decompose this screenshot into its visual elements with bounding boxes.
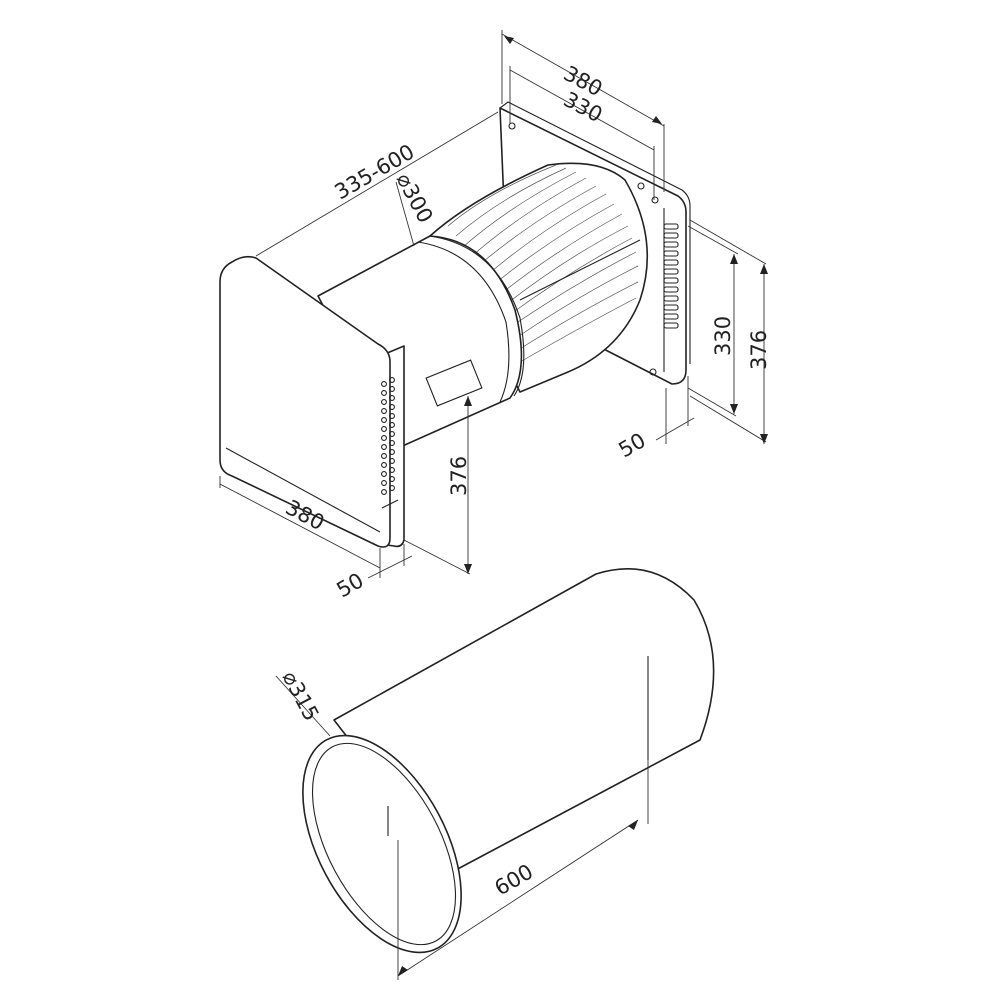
- dim-wall-plate-inner: 330: [560, 87, 607, 127]
- dim-unit-diameter: ⌀300: [392, 169, 438, 227]
- dim-hood-depth: 50: [333, 568, 368, 602]
- dim-tube-diameter: ⌀315: [278, 667, 324, 725]
- dimension-lines-unit: [219, 30, 768, 579]
- core-body: [317, 235, 523, 449]
- telescopic-tube: [302, 567, 715, 954]
- duct-ribs: [447, 164, 639, 363]
- dim-wall-plate-height-inner: 330: [711, 316, 735, 356]
- rear-plate-screw-hole: [637, 182, 645, 190]
- unit-core-cylinder: [317, 235, 525, 449]
- duct-seam: [519, 239, 641, 301]
- tube-front-rim: [302, 734, 462, 954]
- core-ring: [429, 235, 525, 397]
- hood-latch: [381, 499, 399, 509]
- tube-inner-rim: [311, 742, 457, 946]
- hood-bottom-edge: [225, 447, 381, 533]
- dim-wall-plate-height: 376: [747, 330, 771, 370]
- core-window: [425, 359, 483, 407]
- corrugated-duct: [429, 162, 649, 393]
- dim-tube-length: 600: [491, 859, 538, 900]
- rear-plate-screw-hole: [649, 368, 657, 376]
- dim-hood-height: 376: [447, 456, 471, 496]
- rear-plate-screw-hole: [651, 196, 659, 204]
- core-ring-2: [417, 241, 510, 403]
- front-hood: [219, 255, 405, 548]
- rear-plate-screw-hole: [508, 122, 516, 130]
- dimension-lines-tube: [275, 675, 649, 980]
- rear-plate-edge: [499, 101, 691, 364]
- dim-wall-plate-depth: 50: [615, 428, 650, 462]
- hood-face: [219, 255, 391, 548]
- rear-plate-vent-slots: [663, 223, 679, 329]
- hood-vent-holes: [381, 377, 395, 495]
